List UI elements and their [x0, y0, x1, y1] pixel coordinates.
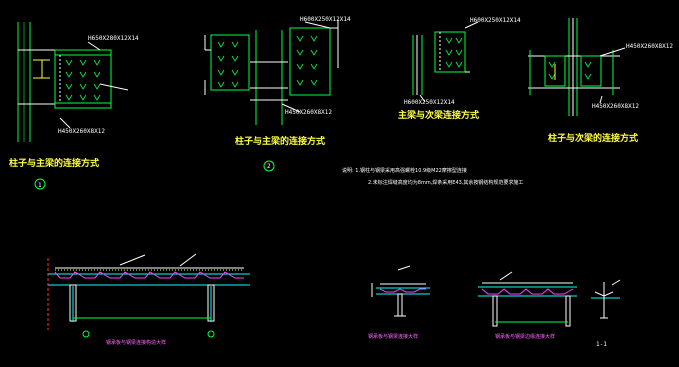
section-4-1-1: 1-1 [591, 279, 621, 348]
detail-2-bottom-label: H450X260X8X12 [285, 109, 332, 116]
detail-1-top-label: H650X280X12X14 [88, 35, 139, 42]
detail-3-main-secondary-beam: H600X250X12X14 H600X250X12X14 主梁与次梁连接方式 [398, 17, 521, 121]
section-1-deck-beam: 钢承板与钢梁连接构造大样 [47, 253, 250, 346]
section-3-deck-edge: 钢承板与钢梁边缘连接大样 [478, 271, 577, 340]
section-4-caption: 1-1 [596, 341, 607, 348]
detail-3-bottom-label: H600X250X12X14 [404, 99, 455, 106]
detail-1-index-number: 1 [38, 182, 42, 189]
detail-1-caption: 柱子与主梁的连接方式 [9, 157, 99, 169]
note-line-1: 说明: 1.钢柱与钢梁采用高强螺栓10.9级M22摩擦型连接 [342, 167, 467, 174]
detail-2-index-number: 2 [267, 163, 271, 170]
general-notes: 说明: 1.钢柱与钢梁采用高强螺栓10.9级M22摩擦型连接 2.未标注焊缝高度… [342, 167, 523, 186]
detail-3-caption: 主梁与次梁连接方式 [398, 109, 479, 121]
section-1-caption: 钢承板与钢梁连接构造大样 [106, 339, 166, 346]
section-2-caption: 钢承板与钢梁连接大样 [368, 333, 418, 340]
detail-4-top-label: H450X260X8X12 [626, 43, 673, 50]
detail-2-column-main-beam: H600X250X12X14 H450X260X8X12 柱子与主梁的连接方式 … [204, 16, 351, 172]
section-2-deck-beam: 钢承板与钢梁连接大样 [368, 265, 430, 340]
detail-1-column-main-beam: H650X280X12X14 H450X260X8X12 柱子与主梁的连接方式 … [9, 22, 139, 190]
detail-3-top-label: H600X250X12X14 [470, 17, 521, 24]
detail-2-top-label: H600X250X12X14 [300, 16, 351, 23]
section-3-caption: 钢承板与钢梁边缘连接大样 [495, 333, 555, 340]
detail-4-caption: 柱子与次梁的连接方式 [548, 132, 638, 144]
note-line-2: 2.未标注焊缝高度均为8mm,焊条采用E43,其余按钢结构规范要求施工 [368, 179, 523, 186]
detail-1-bottom-label: H450X260X8X12 [58, 128, 105, 135]
detail-2-caption: 柱子与主梁的连接方式 [235, 135, 325, 147]
detail-4-bottom-label: H450X260X8X12 [592, 103, 639, 110]
detail-4-column-secondary-beam: H450X260X8X12 H450X260X8X12 柱子与次梁的连接方式 [528, 18, 673, 144]
